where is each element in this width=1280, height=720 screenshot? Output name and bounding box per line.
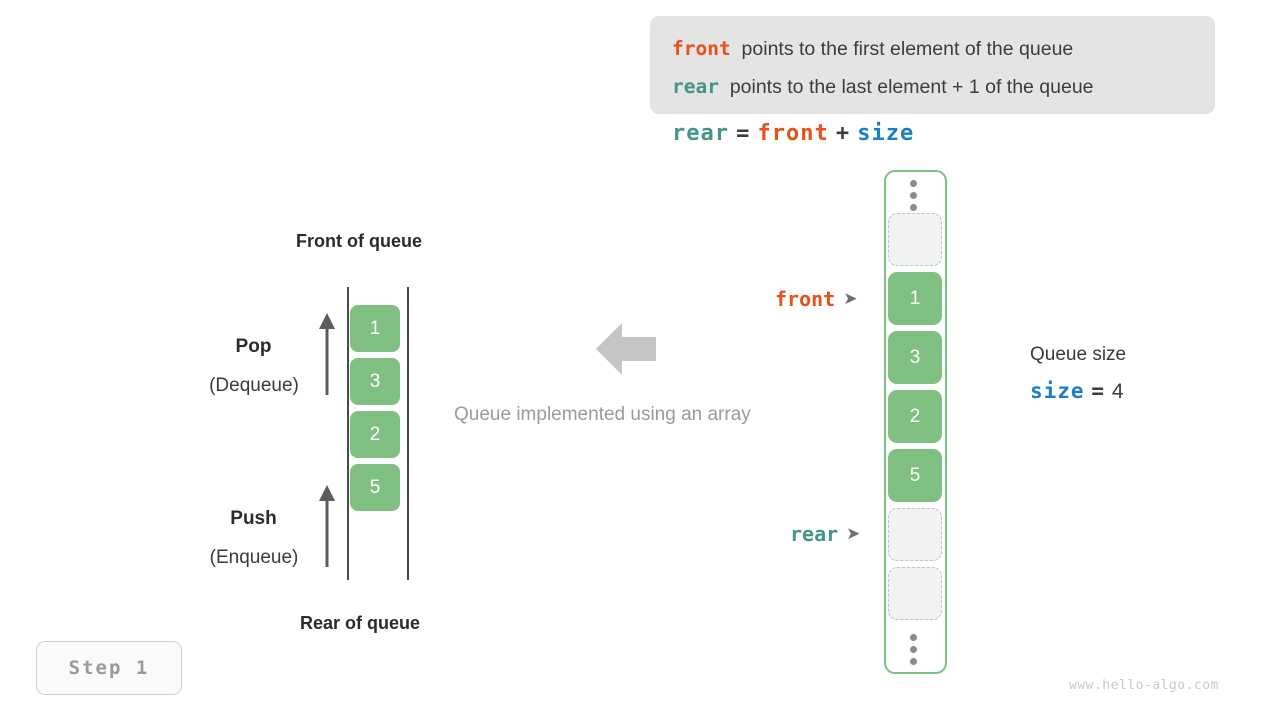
queue-size-title: Queue size <box>1030 344 1127 365</box>
watermark: www.hello-algo.com <box>1069 678 1219 693</box>
array-cell-value: 3 <box>909 346 921 368</box>
array-cell-value: 5 <box>909 464 921 486</box>
array-cell-filled: 1 <box>888 272 942 325</box>
formula-plus: + <box>835 121 851 146</box>
front-of-queue-label: Front of queue <box>296 231 422 251</box>
queue-cell: 2 <box>350 411 400 458</box>
queue-cell-value: 3 <box>369 370 381 392</box>
queue-cell: 5 <box>350 464 400 511</box>
array-cell-empty <box>888 213 942 266</box>
array-cell-filled: 5 <box>888 449 942 502</box>
step-badge: Step 1 <box>36 641 182 695</box>
front-pointer-text: front <box>775 287 836 311</box>
array-cell-filled: 3 <box>888 331 942 384</box>
pop-label: Pop <box>235 336 272 357</box>
formula-rear-equals-front-plus-size: rear = front + size <box>672 120 914 146</box>
formula-rhs-size: size <box>857 121 915 146</box>
queue-size-term: size <box>1030 379 1085 403</box>
push-up-arrow-icon <box>315 485 339 572</box>
center-caption: Queue implemented using an array <box>454 404 751 425</box>
legend-term-rear: rear <box>672 75 719 98</box>
front-pointer-arrow-icon: ➤ <box>843 289 858 308</box>
legend-line-front: front points to the first element of the… <box>672 30 1215 68</box>
array-cell-filled: 2 <box>888 390 942 443</box>
queue-cell: 3 <box>350 358 400 405</box>
queue-cell-value: 5 <box>369 476 381 498</box>
pop-sublabel: (Dequeue) <box>209 375 299 396</box>
legend-text-front: points to the first element of the queue <box>741 38 1074 60</box>
formula-equals: = <box>736 121 751 146</box>
legend-term-front: front <box>672 37 731 60</box>
array-cell-empty <box>888 567 942 620</box>
formula-lhs-rear: rear <box>672 121 729 146</box>
array-ellipsis-top-icon <box>909 180 918 211</box>
push-sublabel: (Enqueue) <box>209 547 299 568</box>
queue-size-expression: size = 4 <box>1030 379 1125 404</box>
legend-box: front points to the first element of the… <box>650 16 1215 114</box>
front-pointer-label: front ➤ <box>775 287 857 311</box>
queue-cell-value: 2 <box>369 423 381 445</box>
queue-size-equals: = <box>1091 379 1106 403</box>
array-ellipsis-bottom-icon <box>909 634 918 665</box>
formula-rhs-front: front <box>757 121 829 146</box>
queue-cell-value: 1 <box>369 317 381 339</box>
rear-of-queue-label: Rear of queue <box>300 613 421 633</box>
array-cell-value: 2 <box>909 405 921 427</box>
array-cell-value: 1 <box>909 287 921 309</box>
array-container <box>884 170 947 674</box>
push-label: Push <box>230 508 277 529</box>
left-arrow-icon <box>596 323 656 380</box>
rear-pointer-text: rear <box>790 522 839 546</box>
array-cell-empty <box>888 508 942 561</box>
rear-pointer-label: rear ➤ <box>790 522 860 546</box>
rear-pointer-arrow-icon: ➤ <box>846 524 861 543</box>
queue-rail-left <box>347 287 349 580</box>
legend-line-rear: rear points to the last element + 1 of t… <box>672 68 1215 106</box>
step-badge-label: Step 1 <box>68 657 150 679</box>
legend-text-rear: points to the last element + 1 of the qu… <box>729 76 1094 98</box>
queue-rail-right <box>407 287 409 580</box>
pop-up-arrow-icon <box>315 313 339 400</box>
queue-cell: 1 <box>350 305 400 352</box>
queue-size-value: 4 <box>1111 380 1125 403</box>
